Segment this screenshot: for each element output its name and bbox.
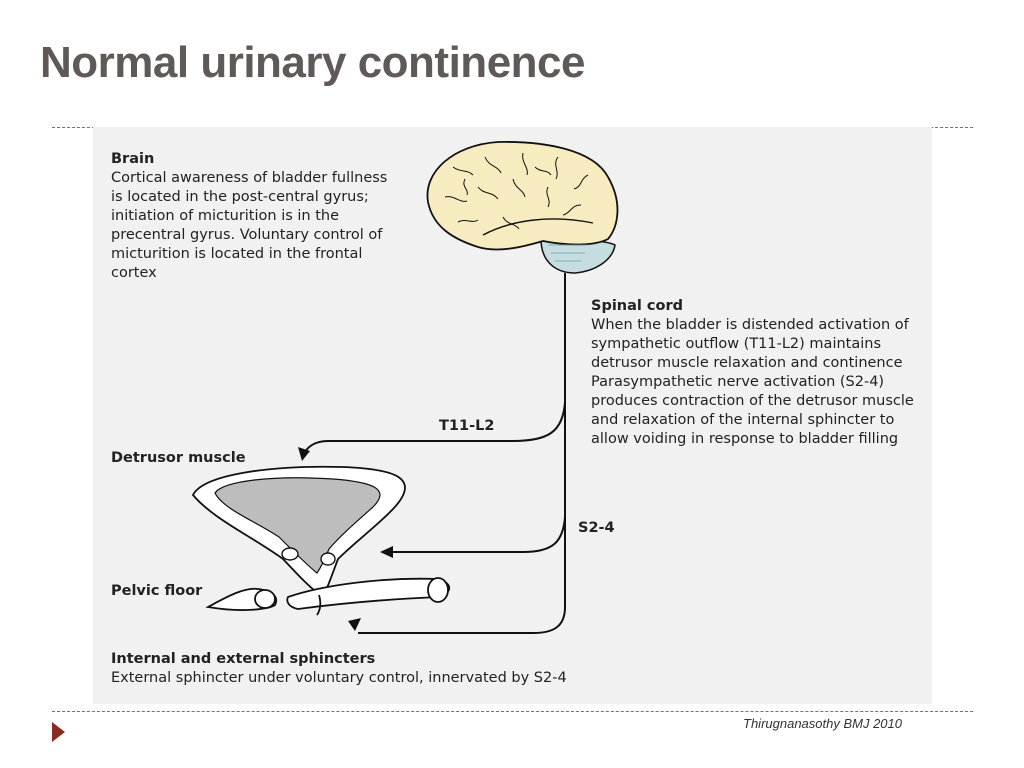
- spinal-cord-description: Spinal cord When the bladder is distende…: [591, 297, 921, 449]
- detrusor-muscle-label: Detrusor muscle: [111, 450, 246, 466]
- t11-l2-nerve: [302, 401, 566, 456]
- brain-body: Cortical awareness of bladder fullness i…: [111, 170, 388, 281]
- brain-heading: Brain: [111, 151, 155, 167]
- cerebrum-shape: [426, 141, 619, 251]
- sphincters-description: Internal and external sphincters Externa…: [111, 650, 631, 688]
- spinal-cord-heading: Spinal cord: [591, 298, 684, 314]
- urethra: [316, 594, 322, 616]
- t11-l2-arrowhead: [298, 447, 310, 461]
- bladder-lumen: [214, 477, 381, 574]
- s2-4-arrowhead-upper: [380, 546, 393, 558]
- sphincters-heading: Internal and external sphincters: [111, 651, 376, 667]
- pelvic-floor-label: Pelvic floor: [111, 583, 203, 599]
- bullet-arrow-icon: [52, 722, 65, 742]
- slide-title: Normal urinary continence: [40, 38, 585, 87]
- nerve-arrowheads: [298, 447, 393, 631]
- anatomy-diagram: [191, 141, 619, 634]
- spinal-cord-line: [358, 273, 566, 634]
- bottom-divider: [52, 711, 973, 712]
- spinal-cord-body: When the bladder is distended activation…: [591, 317, 914, 447]
- sphincters-body: External sphincter under voluntary contr…: [111, 670, 567, 686]
- t11-l2-label: T11-L2: [439, 418, 495, 434]
- urethral-sphincter: [254, 589, 276, 609]
- brain-description: Brain Cortical awareness of bladder full…: [111, 150, 401, 283]
- ureter-left: [281, 547, 299, 561]
- nerve-pathways: [302, 273, 566, 634]
- rectum-sphincter: [427, 577, 449, 603]
- bladder-illustration: [191, 465, 406, 599]
- pelvic-floor-illustration: [205, 577, 451, 616]
- citation: Thirugnanasothy BMJ 2010: [743, 716, 902, 731]
- s2-4-nerve-upper: [388, 516, 566, 553]
- brain-illustration: [426, 141, 619, 274]
- s2-4-label: S2-4: [578, 520, 615, 536]
- s2-4-arrowhead-lower: [348, 618, 361, 631]
- ureter-right: [320, 552, 336, 566]
